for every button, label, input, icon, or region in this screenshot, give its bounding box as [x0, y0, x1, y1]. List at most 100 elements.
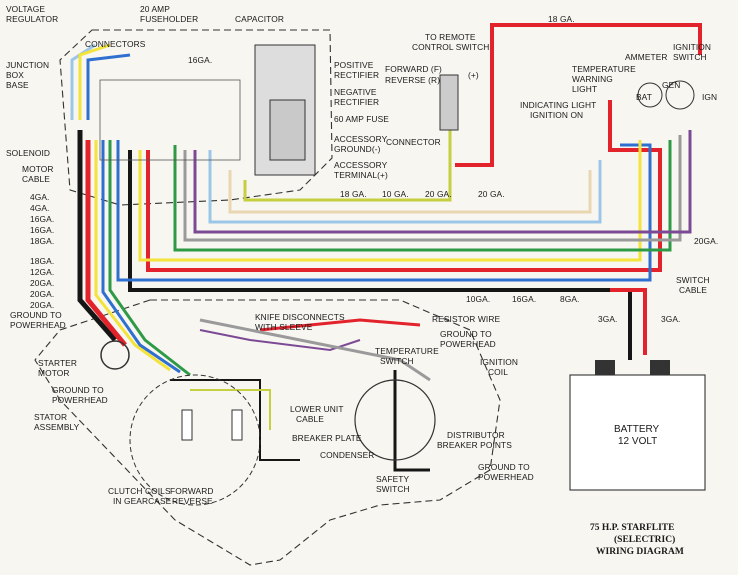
harness-bottom-label-2: 16GA. [512, 294, 536, 304]
temp-switch-label-2: SWITCH [380, 356, 414, 366]
clutch-coils-label-2: IN GEARCASE [113, 496, 172, 506]
wire-green [173, 140, 672, 252]
fuse60-label: 60 AMP FUSE [334, 114, 389, 124]
wire-purple [193, 130, 692, 234]
harness-left-label-4: 16GA. [30, 225, 54, 235]
ga16-top-label: 16GA. [188, 55, 212, 65]
distributor [354, 379, 436, 461]
ground-powerhead-right-label-1: GROUND TO [440, 329, 492, 339]
solenoid-label: SOLENOID [6, 148, 50, 158]
reverse-label: REVERSE (R) [385, 75, 440, 85]
knife-disconnects-label-2: WITH SLEEVE [255, 322, 313, 332]
title-line-3: WIRING DIAGRAM [596, 547, 684, 557]
ignition-switch-label-1: IGNITION [673, 42, 711, 52]
temp-light-label-1: TEMPERATURE [572, 64, 636, 74]
indicating-light-label-1: INDICATING LIGHT [520, 100, 596, 110]
harness-left-label-5: 18GA. [30, 236, 54, 246]
wire-black-main [128, 150, 632, 360]
accessory-ground-label-2: GROUND(-) [334, 144, 381, 154]
ground-powerhead-left-label-2: POWERHEAD [10, 320, 66, 330]
clutch-coils-label-1: CLUTCH COILS [108, 486, 171, 496]
ground-powerhead-right-label-2: POWERHEAD [440, 339, 496, 349]
junction-box-label-1: JUNCTION [6, 60, 49, 70]
ground-powerhead-bottom-label-2: POWERHEAD [478, 472, 534, 482]
harness-left-label-9: 20GA. [30, 289, 54, 299]
starter-motor-label-2: MOTOR [38, 368, 70, 378]
harness-left-label-3: 16GA. [30, 214, 54, 224]
clutch-coil-forward [181, 409, 193, 441]
positive-rectifier-label-2: RECTIFIER [334, 70, 379, 80]
condenser-label: CONDENSER [320, 450, 374, 460]
bat-label: BAT [636, 92, 652, 102]
gen-label: GEN [662, 80, 680, 90]
accessory-terminal-label-1: ACCESSORY [334, 160, 388, 170]
harness-left-label-10: 20GA. [30, 300, 54, 310]
connector-label: CONNECTOR [386, 137, 441, 147]
harness-top-label-3: 20 GA. [425, 189, 452, 199]
knife-disconnects-label-1: KNIFE DISCONNECTS [255, 312, 345, 322]
breaker-plate-label: BREAKER PLATE [292, 433, 362, 443]
forward-reverse-label-2: REVERSE [172, 496, 213, 506]
ground-powerhead-left-label-1: GROUND TO [10, 310, 62, 320]
harness-bottom-label-1: 10GA. [466, 294, 490, 304]
fuseholder-label-2: FUSEHOLDER [140, 14, 198, 24]
title-line-1: 75 H.P. STARFLITE [590, 523, 674, 533]
stator-label-2: ASSEMBLY [34, 422, 80, 432]
wire-red-remote [455, 23, 702, 167]
battery-post-left [595, 360, 615, 375]
stator-label-1: STATOR [34, 412, 67, 422]
wire-tan [228, 170, 592, 214]
battery-post-right [650, 360, 670, 375]
ground-powerhead-mid-label-2: POWERHEAD [52, 395, 108, 405]
harness-top-label-1: 18 GA. [340, 189, 367, 199]
battery-label-1: BATTERY [614, 424, 660, 435]
harness-left-label-2: 4GA. [30, 203, 50, 213]
harness-bottom-label-3: 8GA. [560, 294, 580, 304]
harness-left-label-6: 18GA. [30, 256, 54, 266]
motor-cable-label-1: MOTOR [22, 164, 54, 174]
switch-cable-label-2: CABLE [679, 285, 707, 295]
ga18-top-label: 18 GA. [548, 14, 575, 24]
ignition-switch-dial [665, 80, 695, 110]
harness-left-labels: 4GA. 4GA. 16GA. 16GA. 18GA. 18GA. 12GA. … [30, 192, 54, 310]
battery-label-2: 12 VOLT [618, 436, 657, 447]
accessory-terminal-label-2: TERMINAL(+) [334, 170, 388, 180]
forward-label: FORWARD (F) [385, 64, 442, 74]
title-line-2: (SELECTRIC) [614, 534, 675, 545]
remote-switch-label-2: CONTROL SWITCH [412, 42, 489, 52]
ignition-coil-label-2: COIL [488, 367, 508, 377]
junction-box-label-3: BASE [6, 80, 29, 90]
engine-outline [34, 29, 501, 566]
components [99, 44, 706, 506]
harness-top-label-4: 20 GA. [478, 189, 505, 199]
positive-rectifier-label-1: POSITIVE [334, 60, 374, 70]
remote-connector [439, 74, 459, 131]
clutch-coil-reverse [231, 409, 243, 441]
wire-red-main [146, 100, 662, 272]
ammeter-dial [637, 82, 663, 108]
harness-left-label-8: 20GA. [30, 278, 54, 288]
ground-powerhead-mid-label-1: GROUND TO [52, 385, 104, 395]
remote-switch-label-1: TO REMOTE [425, 32, 476, 42]
ga3-right-label: 3GA. [661, 314, 681, 324]
negative-rectifier-label-2: RECTIFIER [334, 97, 379, 107]
plus-label: (+) [468, 70, 479, 80]
